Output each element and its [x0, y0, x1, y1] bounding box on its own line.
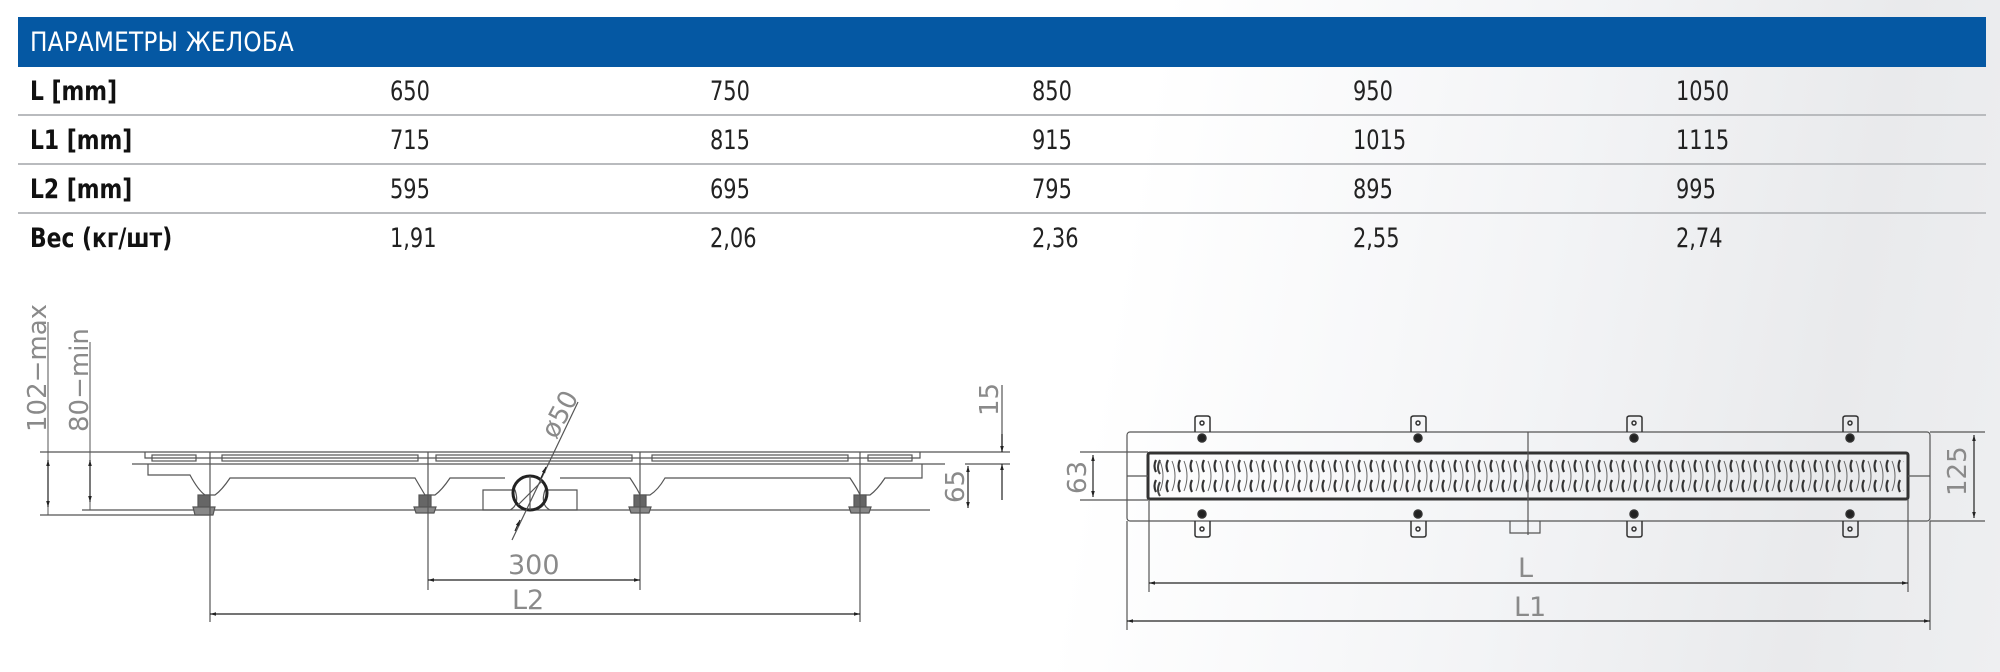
table-cell: 715 [390, 125, 430, 156]
top-view-drawing [1080, 415, 1985, 630]
table-row-weight: Вес (кг/шт) 1,91 2,06 2,36 2,55 2,74 [18, 214, 1986, 263]
table-cell: 595 [390, 174, 430, 205]
total-width-label: 125 [1943, 446, 1973, 496]
table-cell: 1050 [1676, 76, 1730, 107]
table-cell: 950 [1353, 76, 1393, 107]
table-title: ПАРАМЕТРЫ ЖЕЛОБА [30, 27, 294, 58]
table-cell: 2,36 [1032, 223, 1079, 254]
side-view-labels: 102−max 80−min ø50 300 L2 15 65 [23, 304, 1005, 616]
grate-thickness-label: 15 [975, 383, 1005, 416]
pipe-diameter-label: ø50 [536, 386, 585, 443]
table-cell: 650 [390, 76, 430, 107]
row-label: L1 [mm] [30, 125, 133, 156]
table-cell: 1,91 [390, 223, 437, 254]
outlet-offset-label: 300 [508, 550, 560, 581]
row-label: L [mm] [30, 76, 118, 107]
table-cell: 895 [1353, 174, 1393, 205]
table-cell: 2,74 [1676, 223, 1723, 254]
height-min-label: 80−min [65, 328, 95, 432]
table-cell: 915 [1032, 125, 1072, 156]
table-cell: 1015 [1353, 125, 1407, 156]
table-cell: 815 [710, 125, 750, 156]
table-cell: 995 [1676, 174, 1716, 205]
body-height-label: 65 [941, 470, 971, 503]
grate-length-label: L [1518, 553, 1533, 584]
top-view-labels: 63 125 L L1 [1063, 446, 1973, 623]
row-label: Вес (кг/шт) [30, 223, 173, 254]
leg-span-label: L2 [512, 585, 544, 616]
table-cell: 2,06 [710, 223, 757, 254]
side-view-drawing [40, 322, 1010, 622]
table-cell: 1115 [1676, 125, 1730, 156]
table-cell: 2,55 [1353, 223, 1400, 254]
row-label: L2 [mm] [30, 174, 133, 205]
table-cell: 750 [710, 76, 750, 107]
table-cell: 795 [1032, 174, 1072, 205]
channel-parameters-table: ПАРАМЕТРЫ ЖЕЛОБА L [mm] 650 750 850 950 … [18, 17, 1986, 263]
table-cell: 850 [1032, 76, 1072, 107]
total-length-label: L1 [1514, 592, 1546, 623]
outlet-icon [1509, 521, 1541, 534]
height-max-label: 102−max [23, 304, 53, 432]
table-header: ПАРАМЕТРЫ ЖЕЛОБА [18, 17, 1986, 67]
mounting-brackets [1194, 415, 1859, 538]
table-row-l1: L1 [mm] 715 815 915 1015 1115 [18, 116, 1986, 165]
grate-width-label: 63 [1063, 461, 1093, 494]
table-row-l2: L2 [mm] 595 695 795 895 995 [18, 165, 1986, 214]
table-row-l: L [mm] 650 750 850 950 1050 [18, 67, 1986, 116]
table-cell: 695 [710, 174, 750, 205]
